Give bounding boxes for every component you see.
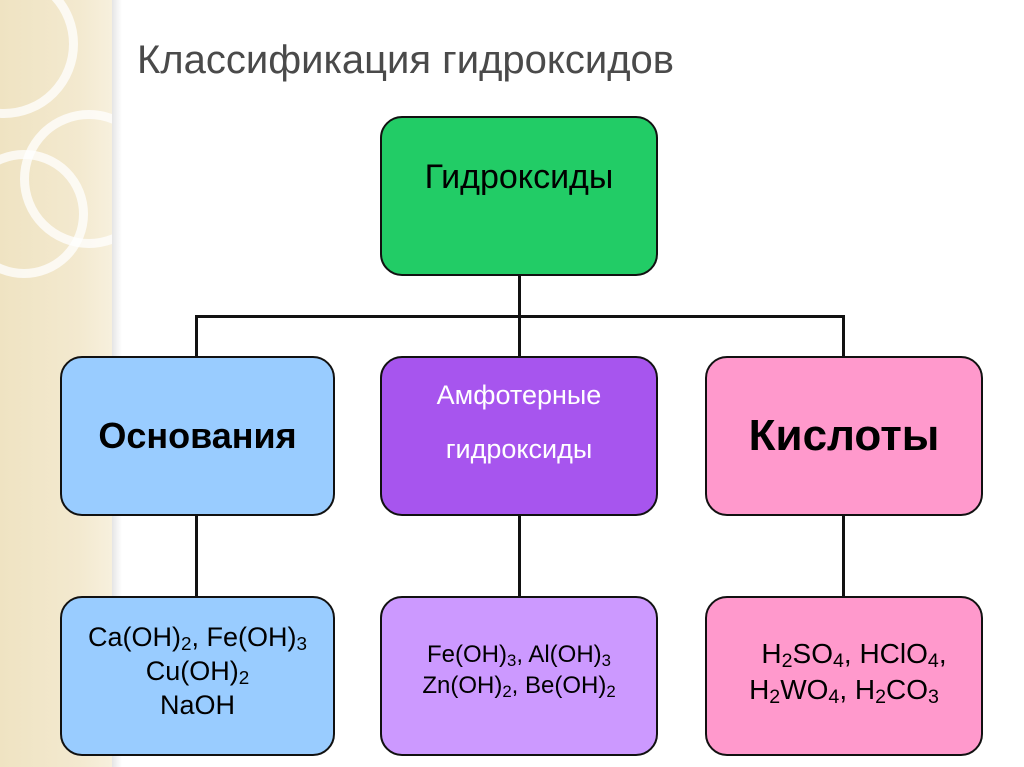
formula-text: CO (886, 674, 929, 705)
formula-subscript: 2 (781, 650, 793, 672)
formula-text: Cu(OH) (145, 656, 239, 686)
bases-label: Основания (98, 415, 297, 456)
acids-examples: H2SO4, HClO4, H2WO4, H2CO3 (705, 596, 983, 756)
acids-label: Кислоты (748, 411, 940, 460)
connector-to-acids (842, 315, 845, 357)
formula-subscript: 4 (927, 650, 939, 672)
formula-line: Cu(OH)2 (146, 654, 250, 688)
formula-line: Fe(OH)3, Al(OH)3 (427, 639, 611, 670)
amphoteric-examples: Fe(OH)3, Al(OH)3 Zn(OH)2, Be(OH)2 (380, 596, 658, 756)
formula-text: NaOH (159, 690, 235, 720)
formula-subscript: 2 (502, 682, 512, 701)
formula-text: SO (792, 638, 833, 669)
formula-text: H (749, 674, 770, 705)
formula-subscript: 3 (296, 634, 308, 655)
decorative-ring (0, 150, 88, 278)
formula-line: Ca(OH)2, Fe(OH)3 (88, 620, 307, 654)
bases-node: Основания (60, 356, 335, 516)
connector-to-bases (195, 315, 198, 357)
root-node: Гидроксиды (380, 116, 658, 276)
formula-text: , H (839, 674, 876, 705)
formula-subscript: 2 (238, 668, 250, 689)
formula-subscript: 3 (928, 686, 939, 708)
formula-text: Ca(OH) (87, 622, 181, 652)
connector-root-down (518, 276, 521, 318)
connector-bases-examples (195, 515, 198, 597)
formula-line: H2SO4, HClO4, (761, 636, 946, 672)
formula-subscript: 3 (601, 651, 612, 670)
formula-line: H2WO4, H2CO3 (749, 672, 939, 708)
formula-text: , Fe(OH) (191, 622, 297, 652)
formula-subscript: 2 (606, 682, 616, 701)
formula-subscript: 4 (833, 650, 844, 672)
formula-subscript: 2 (875, 686, 887, 708)
amphoteric-label-line2: гидроксиды (445, 434, 593, 464)
amphoteric-node: Амфотерные гидроксиды (380, 356, 658, 516)
formula-text: H (761, 638, 782, 669)
connector-to-amphoteric (518, 315, 521, 357)
formula-text: Zn(OH) (422, 672, 503, 699)
root-label: Гидроксиды (424, 157, 614, 196)
formula-text: , Be(OH) (511, 672, 607, 699)
amphoteric-label-line1: Амфотерные (436, 380, 602, 410)
formula-subscript: 3 (506, 651, 517, 670)
formula-text: , HClO (843, 638, 928, 669)
slide-title: Классификация гидроксидов (137, 38, 675, 82)
bases-examples: Ca(OH)2, Fe(OH)3 Cu(OH)2 NaOH (60, 596, 335, 756)
acids-node: Кислоты (705, 356, 983, 516)
connector-amphoteric-examples (518, 515, 521, 597)
formula-text: WO (780, 674, 829, 705)
formula-subscript: 2 (769, 686, 781, 708)
connector-acids-examples (842, 515, 845, 597)
formula-text: Fe(OH) (426, 641, 507, 668)
formula-subscript: 4 (828, 686, 840, 708)
decorative-ring (0, 0, 78, 118)
formula-line: NaOH (160, 688, 235, 722)
formula-text: , (938, 638, 947, 669)
formula-subscript: 2 (180, 634, 192, 655)
formula-line: Zn(OH)2, Be(OH)2 (422, 670, 615, 701)
formula-text: , Al(OH) (516, 641, 602, 668)
